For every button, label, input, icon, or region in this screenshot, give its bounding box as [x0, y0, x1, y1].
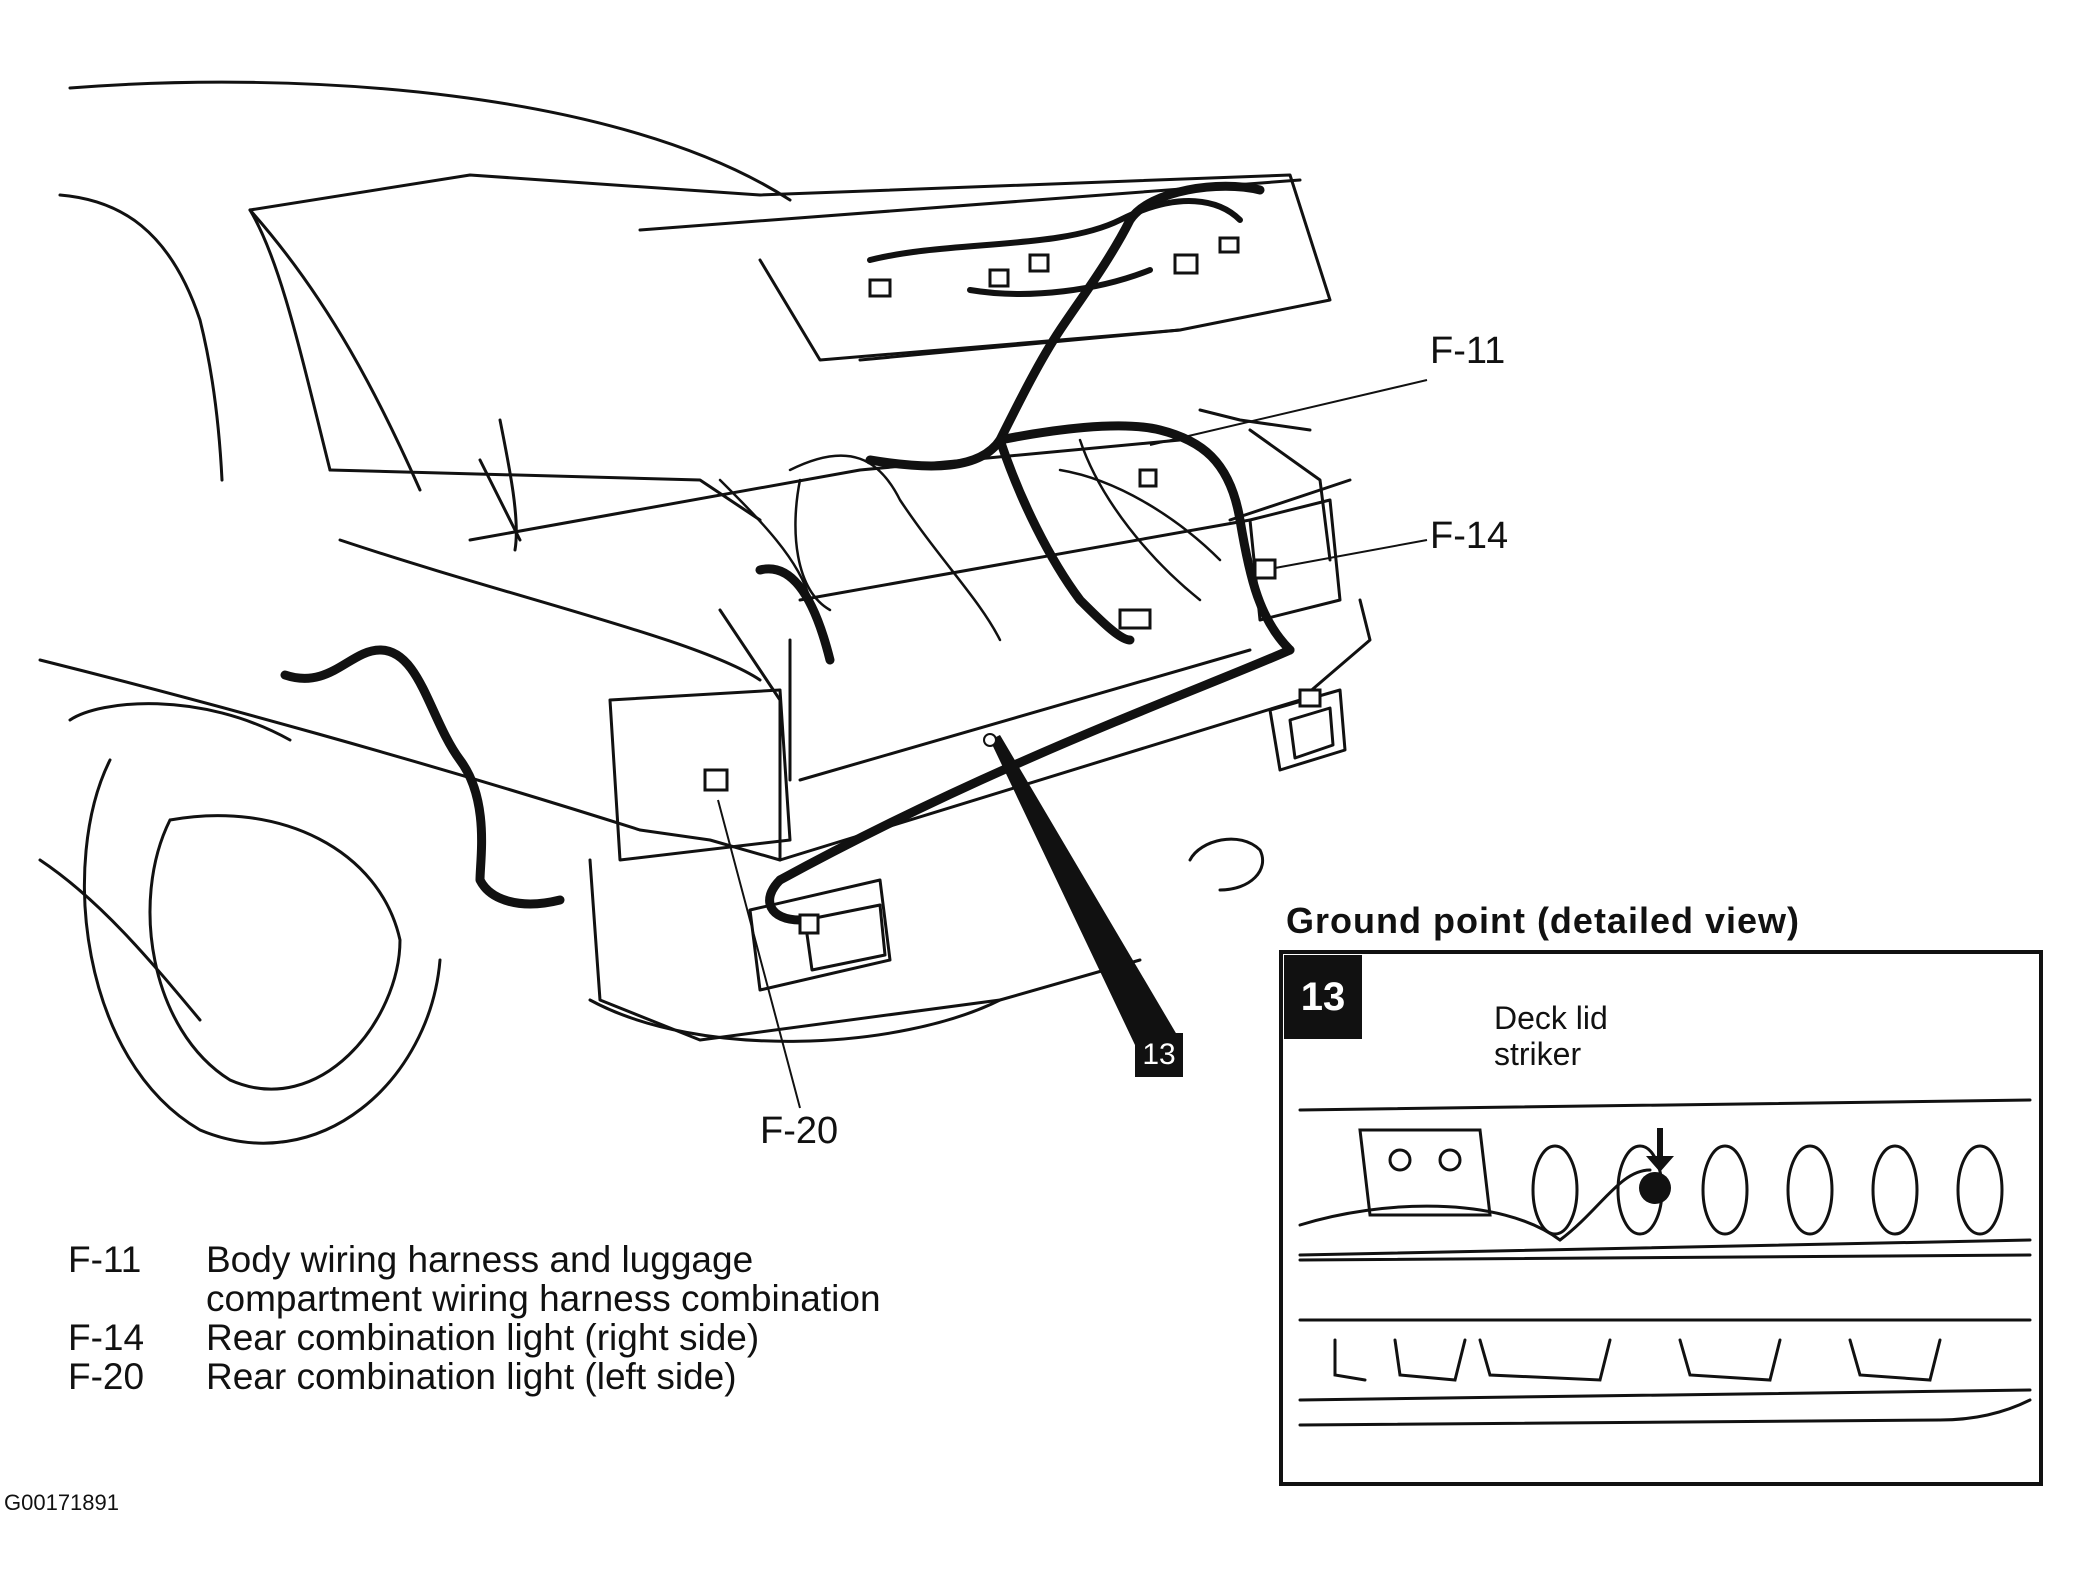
callout-f11: F-11	[1430, 330, 1506, 372]
ground-pointer	[990, 735, 1180, 1045]
legend-row: F-20 Rear combination light (left side)	[68, 1357, 881, 1396]
striker-line-2: striker	[1494, 1036, 1582, 1072]
detail-inset-frame	[1279, 950, 2043, 1486]
legend-code: F-11	[68, 1239, 142, 1280]
legend-desc: Rear combination light (right side)	[206, 1317, 760, 1358]
callout-f14: F-14	[1430, 515, 1509, 557]
wiring-harness	[280, 181, 1295, 925]
legend-desc: Body wiring harness and luggage compartm…	[206, 1240, 881, 1318]
reference-code: G00171891	[4, 1490, 119, 1515]
striker-line-1: Deck lid	[1494, 1000, 1608, 1036]
detail-badge: 13	[1284, 955, 1362, 1039]
legend-desc-line: compartment wiring harness combination	[206, 1278, 881, 1319]
detail-inset-drawing	[1298, 1098, 2032, 1427]
callout-f20: F-20	[760, 1110, 839, 1152]
trunk-lid	[248, 173, 1332, 552]
car-body-outline	[38, 80, 1372, 1043]
legend-row: F-14 Rear combination light (right side)	[68, 1318, 881, 1357]
legend-code: F-14	[68, 1317, 145, 1358]
tail-light-left	[608, 688, 892, 992]
exhaust-pipe	[1188, 837, 1264, 892]
legend-desc-line: Body wiring harness and luggage	[206, 1239, 754, 1280]
legend: F-11 Body wiring harness and luggage com…	[68, 1240, 881, 1396]
legend-code: F-20	[68, 1356, 145, 1397]
rear-wheel	[68, 702, 442, 1145]
wiring-harness-lid	[867, 198, 1243, 297]
trunk-interior	[718, 438, 1222, 642]
legend-row: F-11 Body wiring harness and luggage com…	[68, 1240, 881, 1318]
ground-point-marker	[1639, 1128, 1674, 1204]
leader-lines	[717, 379, 1428, 1109]
deck-lid-striker-label: Deck lid striker	[1494, 1000, 1608, 1072]
detail-view-title: Ground point (detailed view)	[1286, 900, 1800, 941]
ground-callout-badge: 13	[1135, 1033, 1183, 1077]
tail-light-right	[1248, 498, 1347, 772]
connectors	[703, 236, 1322, 935]
legend-desc: Rear combination light (left side)	[206, 1356, 737, 1397]
